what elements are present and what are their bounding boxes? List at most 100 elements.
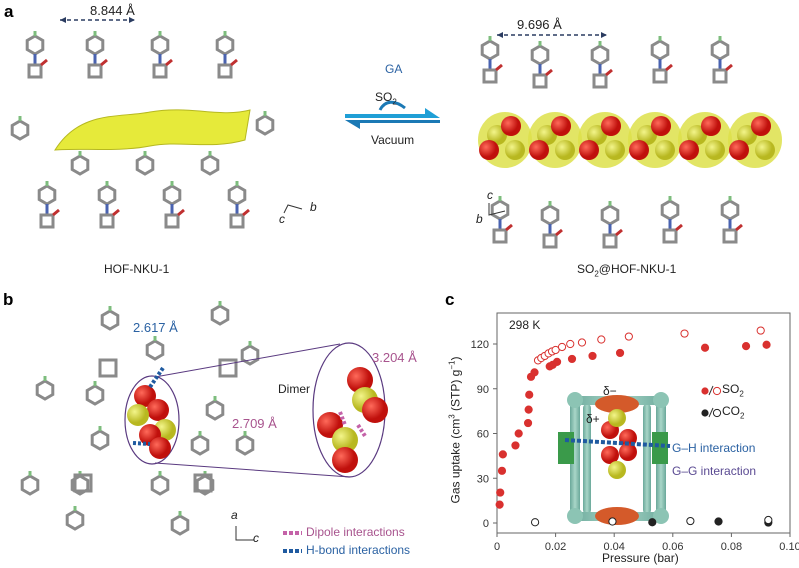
data-point	[551, 345, 560, 355]
data-point	[756, 326, 765, 335]
y-axis-label: Gas uptake (cm3 (STP) g−1)	[447, 356, 463, 504]
data-point	[615, 348, 625, 358]
hinge	[558, 432, 574, 464]
distance-dimer: 3.204 Å	[372, 350, 417, 365]
sulfur-atom	[655, 140, 675, 160]
oxygen-atom	[619, 443, 637, 461]
zoom-line	[154, 343, 341, 378]
squaramide	[542, 233, 558, 249]
cage-inset	[558, 392, 671, 525]
squaramide	[492, 228, 508, 244]
data-point	[552, 357, 562, 366]
cage-node	[567, 508, 583, 524]
legend-marker	[701, 387, 709, 395]
squaramide	[217, 63, 233, 79]
oxygen	[100, 58, 108, 67]
phenyl-ring	[210, 304, 230, 326]
legend-slash	[708, 385, 714, 396]
data-point	[530, 518, 540, 527]
oxygen-atom	[679, 140, 699, 160]
dipole-bond	[356, 423, 367, 438]
data-point	[530, 368, 539, 377]
caption-so2-hof: SO2@HOF-NKU-1	[577, 262, 677, 279]
highlight-ellipse	[124, 375, 180, 465]
phenyl-ring	[170, 514, 190, 536]
phenyl-ring	[150, 474, 170, 496]
oxygen	[40, 58, 48, 67]
cage-node	[653, 508, 669, 524]
x-tick-label: 0.04	[603, 541, 624, 553]
dipole-bond	[338, 411, 347, 426]
oxygen-atom	[332, 447, 358, 473]
gh-interaction-label: G–H interaction	[672, 441, 756, 455]
distance-dipole: 2.709 Å	[232, 416, 277, 431]
phenyl-ring	[90, 429, 110, 451]
phenyl-ring	[70, 474, 90, 496]
y-tick-label: 60	[477, 429, 489, 441]
sulfur-atom	[505, 140, 525, 160]
legend-so2: SO2	[722, 382, 744, 399]
gg-interaction-label: G–G interaction	[672, 464, 757, 478]
squaramide	[152, 63, 168, 79]
data-point	[498, 450, 507, 459]
legend-marker	[712, 386, 722, 396]
zoom-line	[154, 462, 351, 478]
phenyl-ring	[10, 119, 30, 141]
axis-b-left: b	[310, 200, 317, 214]
distance-right: 9.696 Å	[517, 17, 562, 32]
phenyl-ring	[145, 339, 165, 361]
phenyl-ring	[235, 434, 255, 456]
squaramide	[602, 233, 618, 249]
squaramide	[592, 73, 608, 89]
axis-c-b: c	[253, 531, 259, 545]
x-axis-label: Pressure (bar)	[602, 551, 679, 565]
squaramide	[73, 473, 93, 493]
data-point	[588, 351, 597, 361]
legend-dipole: Dipole interactions	[306, 525, 405, 539]
plot-frame	[496, 312, 791, 534]
data-point	[557, 342, 567, 352]
hbond	[148, 366, 165, 389]
data-point	[741, 341, 751, 351]
forward-arrow	[345, 108, 440, 118]
x-tick-label: 0.02	[545, 541, 566, 553]
oxygen-atom	[347, 367, 373, 393]
sulfur-atom	[127, 404, 149, 426]
sulfur-atom	[332, 427, 358, 453]
data-point	[700, 343, 710, 352]
distance-left: 8.844 Å	[90, 3, 135, 18]
oxygen	[495, 63, 503, 72]
squaramide	[722, 228, 738, 244]
data-point	[496, 488, 505, 497]
oxygen-atom	[147, 399, 169, 421]
data-point	[686, 516, 695, 526]
oxygen	[735, 223, 743, 232]
cage-strut	[570, 398, 580, 520]
dimer-label: Dimer	[278, 382, 310, 396]
panel-label-b: b	[3, 290, 14, 309]
squaramide	[27, 63, 43, 79]
data-point	[714, 517, 723, 526]
squaramide	[482, 68, 498, 84]
so2-label: SO2	[375, 90, 397, 107]
phenyl-ring	[135, 154, 155, 176]
oxygen-atom	[751, 116, 771, 136]
data-point	[764, 515, 773, 525]
oxygen	[615, 228, 623, 237]
data-point	[680, 329, 689, 338]
oxygen-atom	[701, 116, 721, 136]
phenyl-ring	[190, 434, 210, 456]
phenyl-ring	[195, 474, 215, 496]
panel-label-a: a	[4, 2, 14, 21]
squaramide	[193, 473, 213, 493]
sulfur-atom	[555, 140, 575, 160]
data-point	[648, 518, 657, 527]
oxygen	[242, 208, 250, 217]
oxygen-atom	[729, 140, 749, 160]
chart-title: 298 K	[509, 318, 541, 332]
oxygen-atom	[651, 116, 671, 136]
axis-b-right: b	[476, 212, 483, 226]
